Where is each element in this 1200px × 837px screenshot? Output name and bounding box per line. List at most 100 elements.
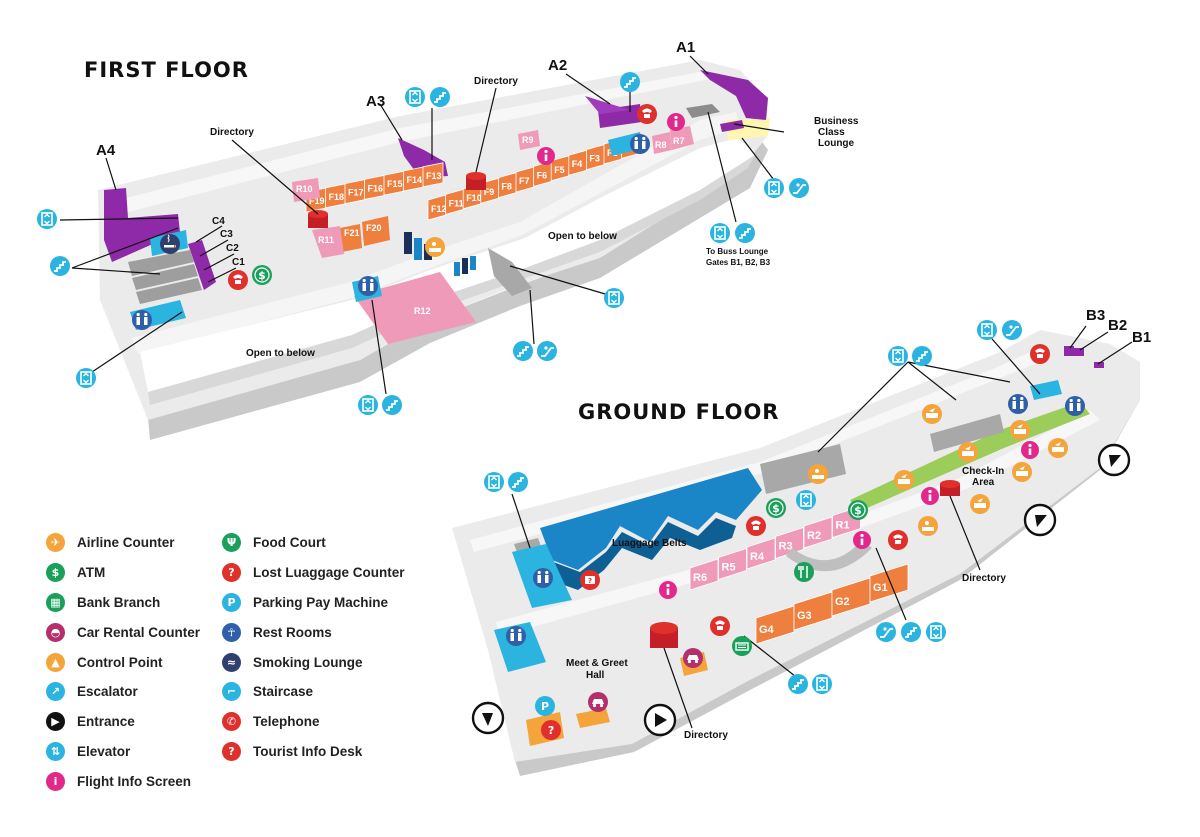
atm-icon: $ xyxy=(46,563,65,583)
shop-f18-label: F18 xyxy=(329,192,345,202)
lost-luggage-icon: ? xyxy=(222,563,241,583)
legend-label: Parking Pay Machine xyxy=(253,594,389,610)
shop-f12-label: F12 xyxy=(431,204,447,214)
elevator-icon xyxy=(603,287,625,309)
legend-item: ☥Rest Rooms xyxy=(222,617,405,647)
directory-label-left: Directory xyxy=(210,127,254,138)
shop-g1 xyxy=(869,563,909,603)
gate-c3-label: C3 xyxy=(220,229,233,240)
entrance-icon xyxy=(471,701,505,735)
shop-g3-label: G3 xyxy=(797,610,812,622)
shop-g2-label: G2 xyxy=(835,596,850,608)
shop-r12 xyxy=(354,272,476,344)
legend-label: Food Court xyxy=(253,535,326,551)
airline-counter-icon xyxy=(1012,462,1032,482)
legend-label: Entrance xyxy=(77,714,135,730)
shop-r7-label: R7 xyxy=(673,136,685,146)
rest-rooms-icon xyxy=(1008,394,1028,414)
escalator-icon xyxy=(875,621,897,643)
shop-r2-label: R2 xyxy=(807,530,821,542)
control-point-icon: ▲ xyxy=(46,652,65,672)
car-rental-icon xyxy=(683,648,703,668)
entrance-icon: ▶ xyxy=(46,712,65,732)
escalator-icon xyxy=(1001,319,1023,341)
shop-f13 xyxy=(422,162,444,188)
bank-branch-icon xyxy=(731,635,753,657)
business-lounge-label-2: Class xyxy=(818,127,845,138)
directory-kiosk-center xyxy=(466,172,486,190)
staircase-icon xyxy=(512,340,534,362)
legend-item: ✆Telephone xyxy=(222,707,405,737)
elevator-icon xyxy=(763,177,785,199)
legend-label: Control Point xyxy=(77,654,163,670)
tourist-info-icon: ? xyxy=(222,741,241,761)
shop-r9 xyxy=(518,130,540,150)
business-lounge-label-3: Lounge xyxy=(818,138,855,149)
shop-f11-label: F11 xyxy=(449,198,464,208)
shop-r11-label: R11 xyxy=(318,235,334,245)
first-floor-leaders xyxy=(59,55,785,395)
legend-label: Airline Counter xyxy=(77,535,175,551)
telephone-icon xyxy=(637,104,657,124)
staircase-icon: ⌐ xyxy=(222,682,241,702)
legend-item: ↗Escalator xyxy=(46,677,200,707)
shop-r6-label: R6 xyxy=(693,572,707,584)
shop-f12 xyxy=(427,194,447,221)
rest-rooms-icon: ☥ xyxy=(222,622,241,642)
staircase-icon xyxy=(734,222,756,244)
escalator-icon xyxy=(536,340,558,362)
first-floor-title: FIRST FLOOR xyxy=(84,58,249,82)
map-legend: ✈Airline Counter$ATM▦Bank Branch◓Car Ren… xyxy=(46,528,466,791)
atm-icon xyxy=(251,264,273,286)
shop-r2 xyxy=(803,516,833,549)
buss-lounge-label-2: Gates B1, B2, B3 xyxy=(706,258,771,267)
atm-icon xyxy=(847,499,869,521)
meet-greet-label-2: Hall xyxy=(586,670,605,681)
directory-label-center: Directory xyxy=(474,76,518,87)
first-floor-walkway-upper xyxy=(118,72,715,214)
flight-info-icon xyxy=(1021,441,1039,459)
smoking-lounge-icon xyxy=(159,233,181,255)
legend-label: ATM xyxy=(77,565,106,581)
directory-label-ground-right: Directory xyxy=(962,573,1006,584)
luggage-belts xyxy=(540,468,762,570)
legend-item: ≈Smoking Lounge xyxy=(222,647,405,677)
flight-info-icon: i xyxy=(46,771,65,791)
legend-item: ▲ Control Point xyxy=(46,647,200,677)
directory-kiosk-ground-bottom xyxy=(650,622,678,648)
staircase-icon xyxy=(787,673,809,695)
elevator-icon xyxy=(75,367,97,389)
airline-counter-icon xyxy=(1048,438,1068,458)
legend-item: ⇅Elevator xyxy=(46,737,200,767)
gate-a4-label: A4 xyxy=(96,142,116,159)
rest-rooms-icon xyxy=(132,310,152,330)
telephone-icon xyxy=(710,616,730,636)
shop-f16-label: F16 xyxy=(368,183,384,193)
ground-floor-leaders xyxy=(511,325,1133,729)
tourist-info-icon xyxy=(541,720,561,740)
escalator-icon: ↗ xyxy=(46,682,65,702)
staircase-icon xyxy=(911,345,933,367)
elevator-icon xyxy=(811,673,833,695)
flight-info-icon xyxy=(853,531,871,549)
shop-f20 xyxy=(362,216,390,246)
shop-r3-label: R3 xyxy=(779,541,793,553)
shop-r8 xyxy=(652,132,672,154)
elevator-icon: ⇅ xyxy=(46,741,65,761)
airline-counter-icon xyxy=(958,442,978,462)
shop-f17-label: F17 xyxy=(348,188,364,198)
legend-item: $ ATM xyxy=(46,558,200,588)
airline-counter-icon: ✈ xyxy=(46,533,65,553)
rest-rooms-icon xyxy=(533,568,553,588)
shop-r10-label: R10 xyxy=(296,184,313,194)
shop-r10 xyxy=(292,178,320,202)
gate-a4-bridge xyxy=(104,188,180,262)
elevator-icon xyxy=(709,222,731,244)
gate-a2-label: A2 xyxy=(548,57,567,74)
elevator-icon xyxy=(925,621,947,643)
